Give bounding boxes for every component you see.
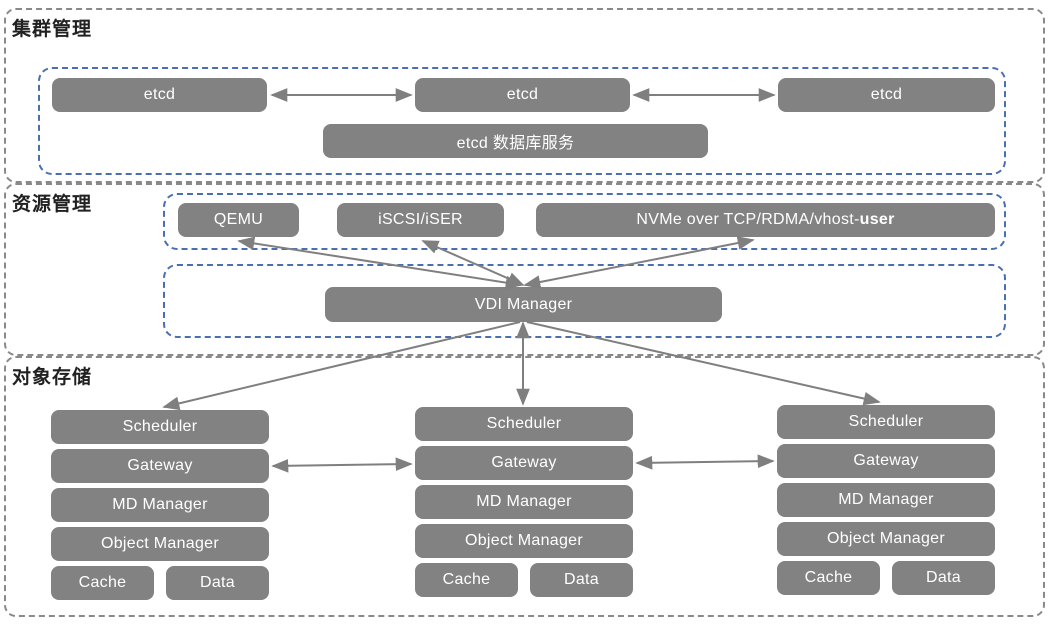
etcd-node-box: etcd — [778, 78, 995, 112]
gateway-box: Gateway — [51, 449, 269, 483]
scheduler-box: Scheduler — [777, 405, 995, 439]
storage-stack-middle: Scheduler Gateway MD Manager Object Mana… — [415, 407, 633, 597]
data-box: Data — [530, 563, 633, 597]
data-box: Data — [166, 566, 269, 600]
cache-box: Cache — [415, 563, 518, 597]
md-manager-box: MD Manager — [415, 485, 633, 519]
gateway-box: Gateway — [415, 446, 633, 480]
scheduler-box: Scheduler — [51, 410, 269, 444]
md-manager-box: MD Manager — [777, 483, 995, 517]
etcd-cluster-group — [38, 67, 1006, 175]
nvme-label-user: user — [859, 211, 895, 228]
section-title-resource: 资源管理 — [12, 194, 93, 215]
storage-stack-right: Scheduler Gateway MD Manager Object Mana… — [777, 405, 995, 595]
section-title-storage: 对象存储 — [12, 367, 93, 388]
section-cluster-management — [4, 8, 1045, 183]
scheduler-box: Scheduler — [415, 407, 633, 441]
iscsi-iser-box: iSCSI/iSER — [337, 203, 504, 237]
vdi-manager-box: VDI Manager — [325, 287, 722, 322]
etcd-node-box: etcd — [415, 78, 630, 112]
section-title-cluster: 集群管理 — [12, 19, 93, 40]
storage-stack-left: Scheduler Gateway MD Manager Object Mana… — [51, 410, 269, 600]
gateway-box: Gateway — [777, 444, 995, 478]
md-manager-box: MD Manager — [51, 488, 269, 522]
data-box: Data — [892, 561, 995, 595]
object-manager-box: Object Manager — [777, 522, 995, 556]
etcd-node-box: etcd — [52, 78, 267, 112]
cache-box: Cache — [51, 566, 154, 600]
nvme-over-fabrics-box: NVMe over TCP/RDMA/vhost-user — [536, 203, 995, 237]
object-manager-box: Object Manager — [415, 524, 633, 558]
object-manager-box: Object Manager — [51, 527, 269, 561]
nvme-label-prefix: NVMe over TCP/RDMA/vhost- — [636, 211, 860, 228]
etcd-database-service-box: etcd 数据库服务 — [323, 124, 708, 158]
cache-box: Cache — [777, 561, 880, 595]
qemu-box: QEMU — [178, 203, 299, 237]
